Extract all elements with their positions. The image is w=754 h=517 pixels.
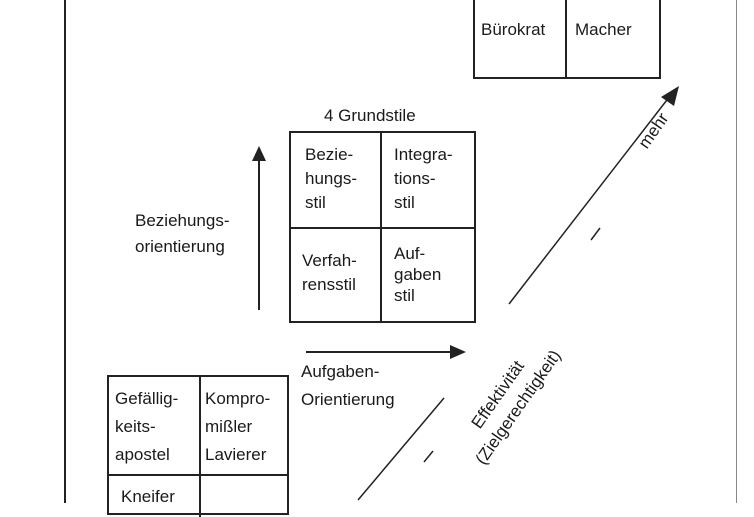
verfahrensstil-line-1: Verfah- [302,251,357,270]
top-style-grid: Bürokrat Macher [473,0,661,79]
x-axis-label: Aufgaben- Orientierung [301,358,395,414]
diagonal-arrow-head [661,86,679,106]
diagonal-tick-lower [423,450,434,463]
diagonal-tick-upper [590,227,601,241]
kompromissler-line-1: Kompro- [205,389,271,408]
axes-overlay [252,86,679,501]
diagonal-arrow-lower-line [357,397,445,501]
x-axis-label-line-1: Aufgaben- [301,362,380,381]
y-axis-label-line-2: orientierung [135,237,225,256]
integrationsstil-line-2: tions- [394,169,436,188]
verfahrensstil-line-2: rensstil [302,275,356,294]
buerokrat-label: Bürokrat [481,20,546,39]
center-grid-title: 4 Grundstile [324,106,416,125]
kompromissler-line-3: Lavierer [205,445,267,464]
right-frame-line [736,0,737,503]
gefaelligkeitsapostel-line-1: Gefällig- [115,389,179,408]
gefaelligkeitsapostel-cell: Gefällig- keits- apostel [115,385,178,469]
aufgabenstil-line-1: Auf- [394,244,426,263]
kneifer-cell: Kneifer [121,485,175,509]
y-axis-arrow-head [252,146,266,161]
bottom-grid-vdivider [199,377,201,517]
diagonal-arrow-upper-line [508,95,671,305]
kompromissler-cell: Kompro- mißler Lavierer [205,385,270,469]
center-style-grid: Bezie- hungs- stil Integra- tions- stil … [289,131,476,323]
beziehungsstil-line-1: Bezie- [305,145,354,164]
aufgabenstil-cell: Auf- gaben stil [394,243,441,306]
top-grid-left-cell: Bürokrat [481,18,545,42]
beziehungsstil-line-2: hungs- [305,169,357,188]
bottom-grid-hdivider [109,474,287,476]
integrationsstil-cell: Integra- tions- stil [394,143,453,215]
top-grid-right-cell: Macher [575,18,632,42]
top-grid-divider [565,0,567,77]
integrationsstil-line-1: Integra- [394,145,453,164]
beziehungsstil-cell: Bezie- hungs- stil [305,143,357,215]
integrationsstil-line-3: stil [394,193,415,212]
center-grid-hdivider [291,227,474,229]
kneifer-label: Kneifer [121,487,175,506]
y-axis-label: Beziehungs- orientierung [135,208,230,260]
kompromissler-line-2: mißler [205,417,253,436]
aufgabenstil-line-2: gaben [394,265,442,284]
macher-label: Macher [575,20,632,39]
gefaelligkeitsapostel-line-3: apostel [115,445,170,464]
gefaelligkeitsapostel-line-2: keits- [115,417,156,436]
y-axis-label-line-1: Beziehungs- [135,211,230,230]
x-axis-label-line-2: Orientierung [301,390,395,409]
left-frame-line [64,0,66,503]
verfahrensstil-cell: Verfah- rensstil [302,249,357,297]
x-axis-arrow-head [450,345,466,359]
beziehungsstil-line-3: stil [305,193,326,212]
aufgabenstil-line-3: stil [394,286,415,305]
